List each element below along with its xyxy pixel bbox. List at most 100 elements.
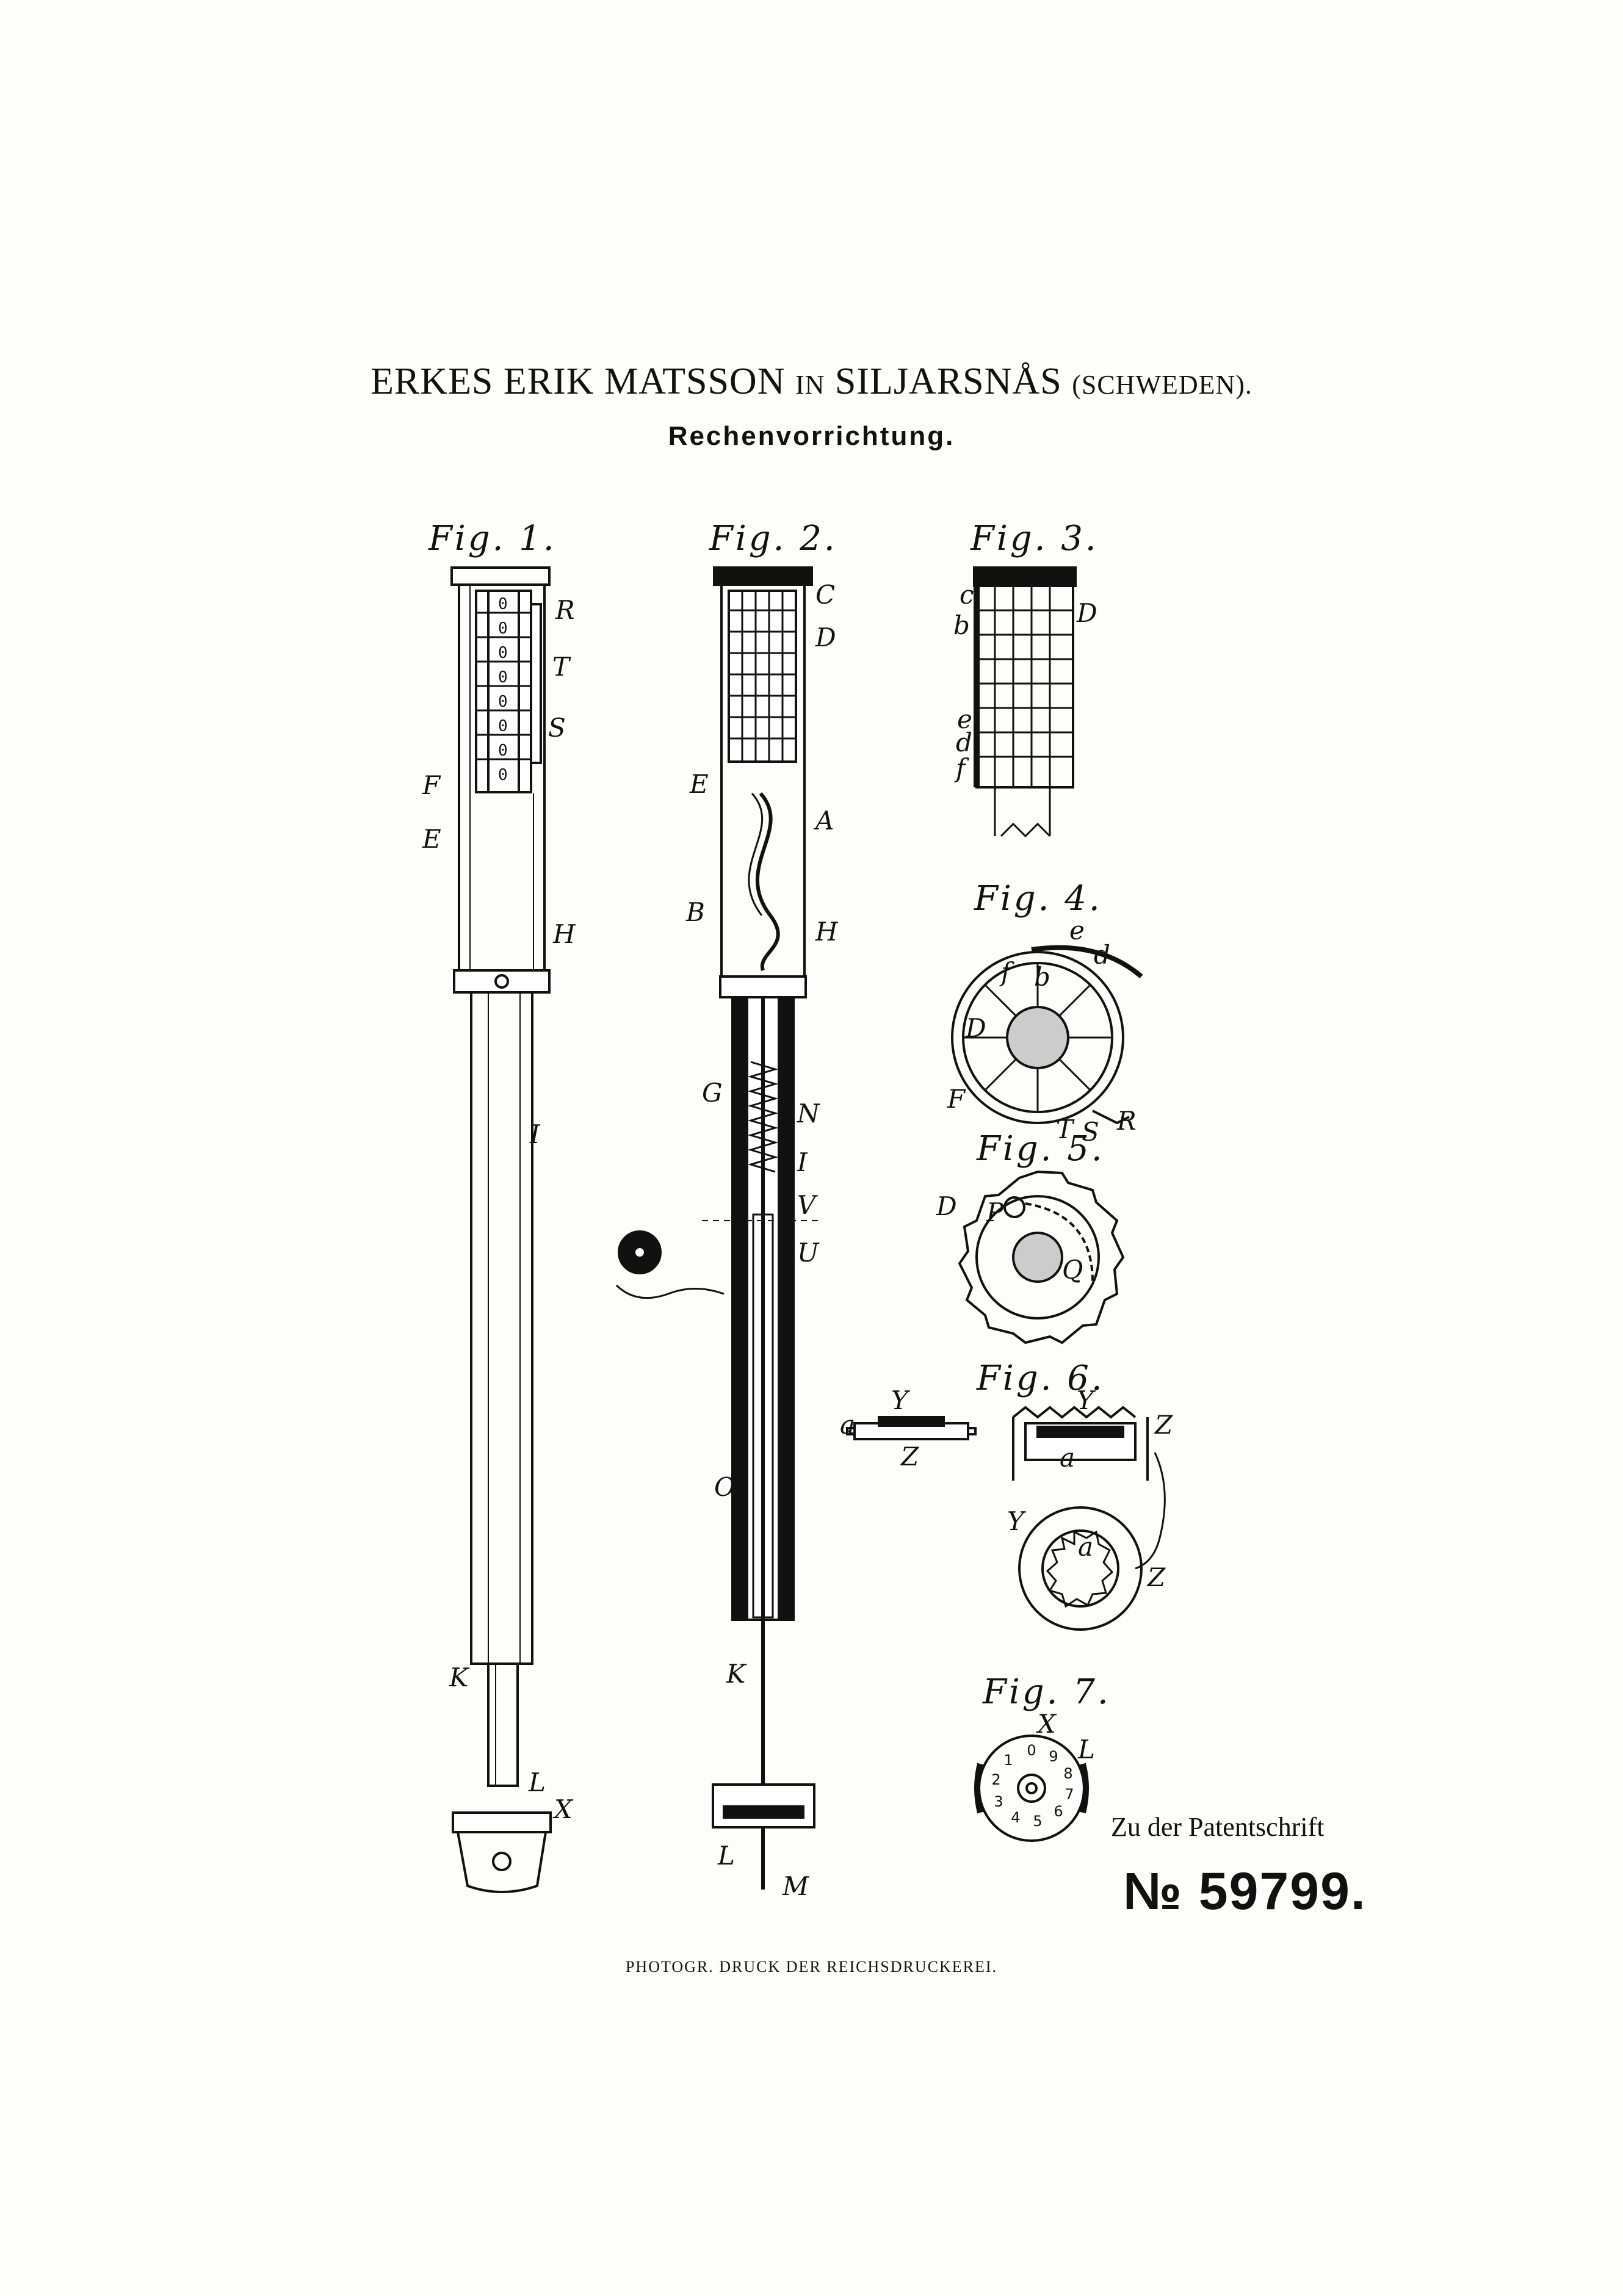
fig1-ref-letter: R xyxy=(555,595,575,625)
in-word: IN xyxy=(795,370,825,400)
fig3-ref-letter: D xyxy=(1077,598,1097,628)
fig7-digit: 5 xyxy=(1033,1813,1042,1830)
fig2-ref-letter: M xyxy=(783,1871,809,1901)
fig1-ref-letter: X xyxy=(554,1794,573,1824)
fig1-digit: 0 xyxy=(498,693,508,711)
fig5-label: Fig. 5. xyxy=(977,1129,1105,1169)
fig4-ref-letter: F xyxy=(947,1084,966,1114)
fig2-ref-letter: E xyxy=(690,769,709,799)
fig2-ref-letter: D xyxy=(815,623,836,652)
fig5-ref-letter: P xyxy=(986,1197,1004,1227)
fig2-ref-letter: K xyxy=(726,1659,746,1689)
fig1-ref-letter: I xyxy=(530,1119,540,1149)
fig2-ref-letter: L xyxy=(718,1841,735,1871)
fig7-drawing xyxy=(974,1735,1089,1842)
fig6-ref-letter: a xyxy=(1060,1443,1075,1473)
fig4-ref-letter: S xyxy=(1082,1117,1099,1147)
fig2-ref-letter: A xyxy=(815,806,834,836)
fig1-digit: 0 xyxy=(498,668,508,687)
fig1-drawing xyxy=(450,566,552,1893)
fig1-ref-letter: F xyxy=(422,770,441,800)
fig5-ref-letter: Q xyxy=(1062,1255,1083,1285)
fig6-ref-letter: Z xyxy=(1148,1562,1166,1592)
fig4-ref-letter: D xyxy=(966,1013,986,1043)
fig3-label: Fig. 3. xyxy=(971,519,1099,558)
fig1-ref-letter: K xyxy=(449,1662,469,1692)
fig1-digit: 0 xyxy=(498,766,508,784)
fig7-dial-digits: 0 9 8 7 6 5 4 3 2 1 xyxy=(991,1742,1074,1830)
fig7-digit: 0 xyxy=(1027,1742,1036,1759)
fig4-label: Fig. 4. xyxy=(974,879,1102,919)
fig7-digit: 3 xyxy=(994,1793,1003,1810)
fig7-ref-letter: L xyxy=(1078,1735,1095,1764)
fig4-ref-letter: T xyxy=(1056,1114,1074,1144)
fig7-digit: 9 xyxy=(1049,1748,1058,1765)
fig5-ref-letter: D xyxy=(936,1191,957,1221)
fig2-ref-letter: U xyxy=(797,1238,819,1268)
fig1-digit: 0 xyxy=(498,644,508,662)
fig1-ref-letter: L xyxy=(529,1767,546,1797)
patent-number: № 59799. xyxy=(1123,1862,1367,1921)
fig6-ref-letter: Y xyxy=(1077,1385,1094,1415)
fig1-digit: 0 xyxy=(498,595,508,613)
fig1-label: Fig. 1. xyxy=(428,519,557,558)
fig6-ref-letter: Y xyxy=(1007,1506,1024,1536)
fig6-ref-letter: Y xyxy=(891,1385,908,1415)
fig2-ref-letter: H xyxy=(815,917,838,947)
fig4-ref-letter: f xyxy=(1001,957,1011,987)
fig6-ref-letter: a xyxy=(1078,1532,1094,1562)
fig7-digit: 2 xyxy=(991,1771,1000,1788)
fig6-ref-letter: Z xyxy=(1155,1410,1173,1440)
fig2-ref-letter: C xyxy=(815,580,836,610)
fig2-ref-letter: V xyxy=(797,1190,816,1220)
fig7-ref-letter: X xyxy=(1038,1709,1056,1739)
fig7-digit: 1 xyxy=(1003,1752,1013,1769)
fig4-ref-letter: b xyxy=(1034,962,1050,992)
fig6-label: Fig. 6. xyxy=(977,1359,1105,1398)
fig6-drawing xyxy=(846,1406,1166,1631)
fig5-drawing xyxy=(958,1170,1125,1345)
fig2-ref-letter: B xyxy=(686,897,705,927)
fig7-digit: 8 xyxy=(1063,1765,1072,1782)
patent-note: Zu der Patentschrift xyxy=(1111,1812,1325,1842)
fig3-ref-letter: e xyxy=(957,704,972,734)
fig6-ref-letter: Z xyxy=(901,1442,919,1471)
fig3-ref-letter: d xyxy=(956,727,972,757)
fig2-ref-letter: I xyxy=(797,1147,808,1177)
fig1-ref-letter: H xyxy=(553,919,576,949)
fig1-digit-window: 0 0 0 0 0 0 0 0 xyxy=(498,595,508,784)
fig2-ref-letter: O xyxy=(714,1472,736,1502)
fig1-ref-letter: S xyxy=(548,713,566,743)
printer-credit: PHOTOGR. DRUCK DER REICHSDRUCKEREI. xyxy=(625,1958,998,1976)
fig3-ref-letter: b xyxy=(953,610,970,640)
fig2-cross-section-detail xyxy=(615,1230,725,1299)
fig4-ref-letter: d xyxy=(1094,940,1110,970)
place-name: SILJARSNÅS xyxy=(834,361,1062,402)
fig7-digit: 7 xyxy=(1065,1786,1074,1803)
fig7-digit: 4 xyxy=(1011,1809,1020,1826)
fig3-ref-letter: f xyxy=(956,753,966,783)
fig1-digit: 0 xyxy=(498,619,508,638)
invention-title: Rechenvorrichtung. xyxy=(668,421,955,451)
inventor-name: ERKES ERIK MATSSON xyxy=(371,361,786,402)
fig3-drawing xyxy=(973,566,1077,838)
fig6-ref-letter: a xyxy=(840,1410,856,1440)
fig1-ref-letter: T xyxy=(552,652,570,682)
fig1-ref-letter: E xyxy=(422,824,441,854)
fig1-digit: 0 xyxy=(498,717,508,735)
fig7-label: Fig. 7. xyxy=(983,1672,1111,1712)
fig1-digit: 0 xyxy=(498,742,508,760)
fig4-ref-letter: R xyxy=(1117,1106,1137,1136)
fig2-label: Fig. 2. xyxy=(709,519,837,558)
fig2-ref-letter: N xyxy=(797,1099,820,1128)
fig4-drawing xyxy=(951,945,1143,1125)
fig7-digit: 6 xyxy=(1054,1803,1063,1820)
fig2-drawing xyxy=(702,566,818,1890)
header-title: ERKES ERIK MATSSON IN SILJARSNÅS (SCHWED… xyxy=(0,360,1623,403)
fig4-ref-letter: e xyxy=(1069,915,1085,945)
fig2-ref-letter: G xyxy=(702,1078,723,1108)
country-name: (SCHWEDEN). xyxy=(1072,370,1252,400)
fig3-ref-letter: c xyxy=(960,580,974,610)
